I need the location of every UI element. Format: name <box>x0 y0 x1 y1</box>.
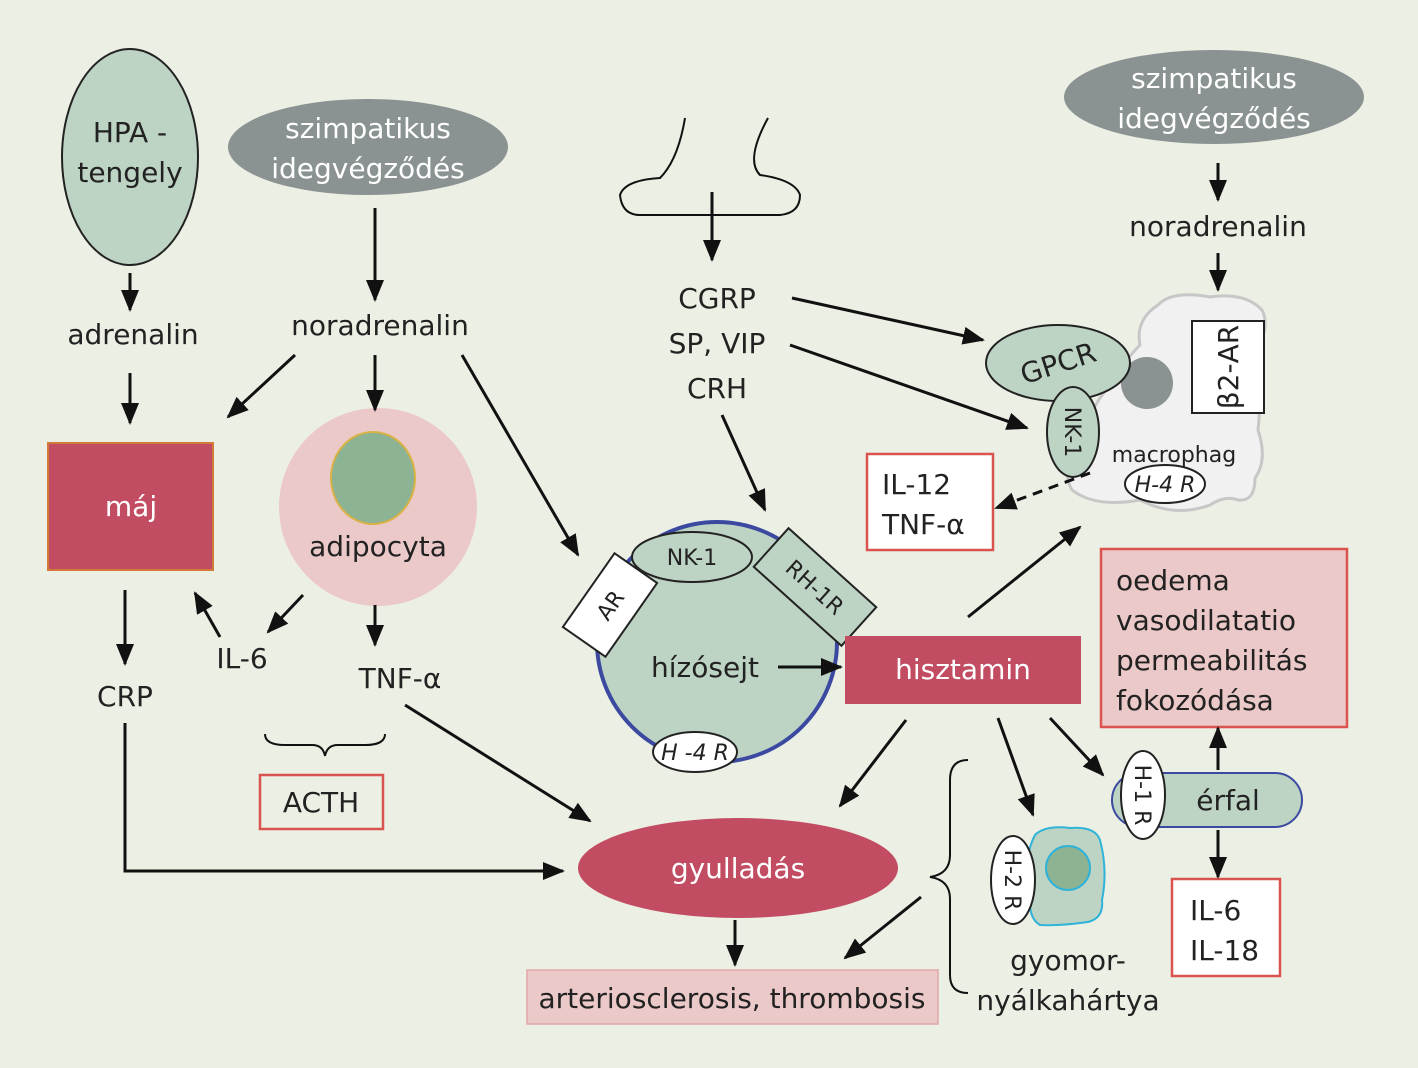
nk1-macro-receptor <box>1046 386 1100 478</box>
macrophage-nucleus <box>1121 357 1173 409</box>
tnf-left-label: TNF-α <box>358 662 442 695</box>
gyomor-brace <box>929 759 969 994</box>
nk1-macro-label: NK-1 <box>1059 407 1084 458</box>
label-line: vasodilatatio <box>1116 604 1296 637</box>
label-line: fokozódása <box>1116 684 1274 717</box>
adipocyte-nucleus <box>330 431 416 525</box>
acth-brace <box>264 733 386 757</box>
hpa-ellipse <box>61 48 199 266</box>
crh-label: CRH <box>687 372 747 405</box>
gyulladas-label: gyulladás <box>671 852 805 885</box>
synapse-terminal <box>618 117 802 216</box>
noradrenalin-left-label: noradrenalin <box>291 309 469 342</box>
crp-label: CRP <box>97 680 153 713</box>
maj-box <box>47 442 214 571</box>
adipocyta-label: adipocyta <box>309 530 447 563</box>
label-line: idegvégződés <box>1117 102 1311 135</box>
nk1-mast-receptor <box>631 531 753 583</box>
arterio-box <box>526 969 939 1025</box>
label-line: nyálkahártya <box>976 984 1159 1017</box>
label-line: gyomor- <box>1010 944 1126 977</box>
sp-vip-label: SP, VIP <box>669 327 766 360</box>
label-line: oedema <box>1116 564 1230 597</box>
arterio-label: arteriosclerosis, thrombosis <box>539 982 926 1015</box>
erfal-label: érfal <box>1196 784 1260 817</box>
ar-receptor <box>561 551 659 659</box>
gastric-nucleus <box>1045 845 1091 891</box>
symp-left-ellipse <box>228 99 508 195</box>
h4r-mast-receptor <box>652 731 738 773</box>
maj-label: máj <box>105 490 157 523</box>
label-line: HPA - <box>93 116 167 149</box>
h4r-macro-receptor <box>1124 464 1206 504</box>
acth-box <box>258 773 385 831</box>
adrenalin-label: adrenalin <box>67 318 198 351</box>
hizosejt-label: hízósejt <box>651 651 759 684</box>
nk1-mast-label: NK-1 <box>667 546 718 571</box>
noradrenalin-right-label: noradrenalin <box>1129 210 1307 243</box>
il6-left-label: IL-6 <box>216 642 267 675</box>
label-line: IL-18 <box>1190 934 1259 967</box>
gyulladas-ellipse <box>578 818 898 918</box>
label-line: IL-6 <box>1190 894 1241 927</box>
gyomor-label: gyomor-nyálkahártya <box>976 944 1159 1017</box>
label-line: szimpatikus <box>1131 62 1297 95</box>
label-line: tengely <box>77 156 182 189</box>
h1r-label: H-1 R <box>1129 765 1154 826</box>
symp-right-ellipse <box>1064 50 1364 144</box>
label-line: IL-12 <box>882 468 951 501</box>
h4r-macro-label: H-4 R <box>1135 473 1196 498</box>
hpa-label: HPA - tengely <box>77 116 182 189</box>
macrophag-label: macrophag <box>1112 443 1236 468</box>
h2r-receptor <box>990 835 1036 925</box>
h4r-mast-label: H -4 R <box>661 741 729 766</box>
hisztamin-box <box>845 636 1081 704</box>
il6-il18-box <box>1170 877 1282 978</box>
h2r-label: H-2 R <box>999 850 1024 911</box>
effects-label: oedema vasodilatatio permeabilitás fokozódá… <box>1116 564 1308 717</box>
rh1r-receptor <box>752 526 878 648</box>
acth-label: ACTH <box>283 786 359 819</box>
h1r-receptor <box>1120 750 1166 840</box>
arrows <box>116 163 1227 967</box>
label-line: idegvégződés <box>271 152 465 185</box>
symp-right-label: szimpatikus idegvégződés <box>1117 62 1311 135</box>
hisztamin-label: hisztamin <box>895 653 1031 686</box>
il12-box <box>865 452 995 552</box>
effects-box <box>1099 547 1349 729</box>
label-line: szimpatikus <box>285 112 451 145</box>
cgrp-label: CGRP <box>678 282 756 315</box>
b2ar-receptor <box>1191 320 1265 414</box>
label-line: permeabilitás <box>1116 644 1308 677</box>
b2ar-label: β2-AR <box>1212 325 1245 409</box>
label-line: TNF-α <box>881 508 965 541</box>
symp-left-label: szimpatikus idegvégződés <box>271 112 465 185</box>
